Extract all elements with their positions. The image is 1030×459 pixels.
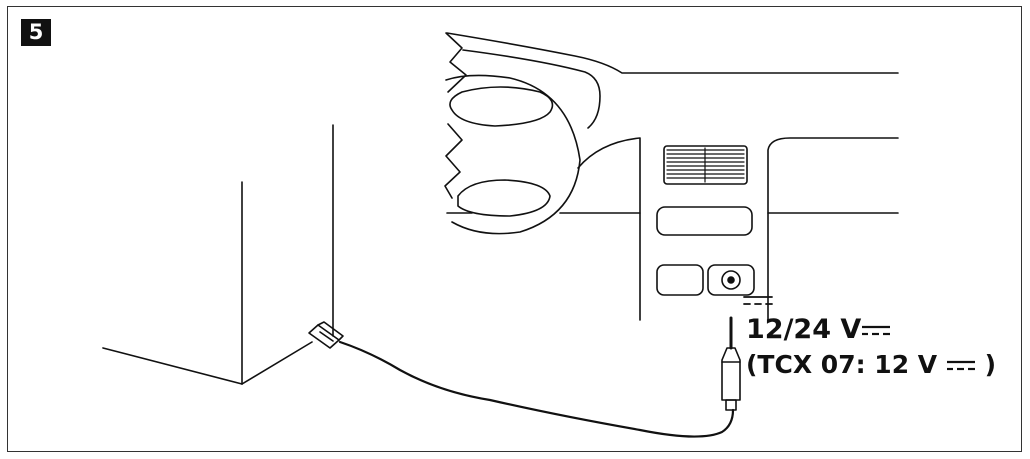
figure-frame bbox=[7, 6, 1022, 452]
car-dashboard bbox=[444, 32, 899, 321]
tcx07-voltage-note: (TCX 07: 12 V ) bbox=[746, 350, 996, 379]
power-cable bbox=[338, 340, 735, 438]
dc-current-symbol bbox=[862, 325, 891, 335]
rj-connector-icon bbox=[308, 321, 344, 349]
power-socket-icon bbox=[707, 264, 755, 296]
step-number-badge: 5 bbox=[21, 19, 51, 46]
dc-current-symbol bbox=[743, 296, 773, 305]
dc-current-symbol bbox=[946, 360, 975, 371]
room-corner bbox=[102, 124, 334, 385]
cigarette-lighter-plug-icon bbox=[721, 316, 741, 411]
voltage-label: 12/24 V bbox=[746, 314, 891, 345]
